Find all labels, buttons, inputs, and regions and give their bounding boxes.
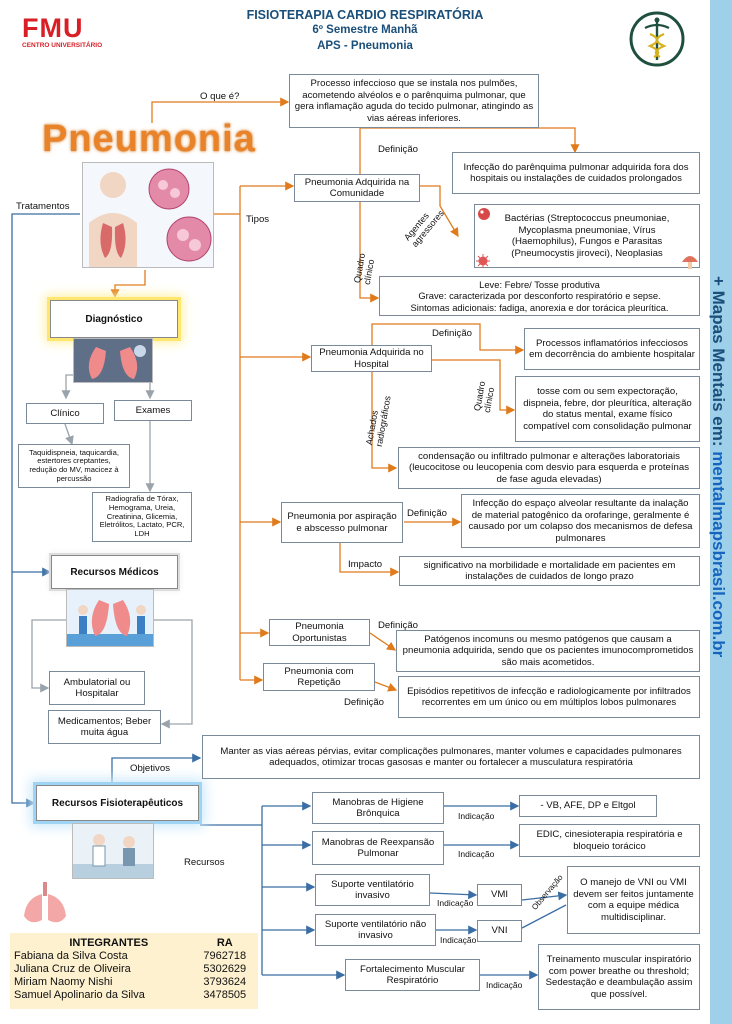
comunidade-definicao-label: Definição — [378, 144, 418, 155]
pneumonia-repeticao-node: Pneumonia com Repetição — [263, 663, 375, 691]
table-row: Samuel Apolinario da Silva 3478505 — [10, 989, 258, 1002]
pneumonia-comunidade-node: Pneumonia Adquirida na Comunidade — [294, 174, 420, 202]
clinico-node: Clínico — [26, 403, 104, 424]
member-name: Samuel Apolinario da Silva — [14, 989, 145, 1001]
fisio-illustration — [72, 823, 154, 879]
side-banner-url[interactable]: mentalmapsbrasil.com.br — [709, 451, 728, 658]
comunidade-quadro-label: Quadro clínico — [352, 252, 377, 286]
fortalecimento-indicacao-label: Indicação — [486, 980, 523, 990]
medicamentos-node: Medicamentos; Beber muita água — [48, 710, 161, 744]
pneumonia-oportunistas-node: Pneumonia Oportunistas — [269, 619, 370, 646]
higiene-indicacao-label: Indicação — [458, 811, 495, 821]
page-title: FISIOTERAPIA CARDIO RESPIRATÓRIA — [246, 8, 484, 22]
lung-illustration — [82, 162, 214, 268]
hospital-definicao-label: Definição — [432, 328, 472, 339]
bacteria-icon — [476, 206, 492, 222]
ambulatorial-node: Ambulatorial ou Hospitalar — [49, 671, 145, 705]
higiene-indicacao-box: - VB, AFE, DP e Eltgol — [519, 795, 657, 817]
agentes-box: Bactérias (Streptococcus pneumoniae, Myc… — [474, 204, 700, 268]
exames-node: Exames — [114, 400, 192, 421]
virus-icon — [476, 254, 490, 268]
fortalecimento-indicacao-box: Treinamento muscular inspiratório com po… — [538, 944, 700, 1010]
center-title: Pneumonia — [42, 118, 256, 160]
member-name: Juliana Cruz de Oliveira — [14, 963, 131, 975]
side-band — [710, 0, 732, 1024]
diagnostico-node: Diagnóstico — [50, 300, 178, 338]
impacto-box: significativo na morbilidade e mortalida… — [399, 556, 700, 586]
recursos-label: Recursos — [184, 857, 225, 868]
tipos-label: Tipos — [246, 214, 270, 225]
objetivos-label: Objetivos — [130, 763, 170, 774]
lungs-icon — [20, 880, 70, 928]
comunidade-quadro-box: Leve: Febre/ Tosse produtiva Grave: cara… — [379, 276, 700, 316]
table-row: Miriam Naomy Nishi 3793624 — [10, 976, 258, 989]
higiene-node: Manobras de Higiene Brônquica — [312, 792, 444, 824]
invasivo-indicacao-label: Indicação — [437, 898, 474, 908]
hospital-definicao-box: Processos inflamatórios infecciosos em d… — [524, 328, 700, 370]
nao-invasivo-node: Suporte ventilatório não invasivo — [315, 914, 436, 946]
page-topic: APS - Pneumonia — [317, 40, 413, 52]
side-banner: + Mapas Mentais em: mentalmapsbrasil.com… — [708, 276, 728, 657]
member-name: Miriam Naomy Nishi — [14, 976, 113, 988]
side-banner-prefix: + Mapas Mentais em: — [709, 276, 728, 447]
aspiracao-definicao-box: Infecção do espaço alveolar resultante d… — [461, 494, 700, 548]
reexpansao-indicacao-label: Indicação — [458, 849, 495, 859]
repeticao-definicao-label: Definição — [344, 697, 384, 708]
objetivos-box: Manter as vias aéreas pérvias, evitar co… — [202, 735, 700, 779]
repeticao-definicao-box: Episódios repetitivos de infecção e radi… — [398, 676, 700, 718]
reexpansao-node: Manobras de Reexpansão Pulmonar — [312, 831, 444, 865]
exames-text: Radiografia de Tórax, Hemograma, Ureia, … — [92, 492, 192, 542]
observacao-box: O manejo de VNI ou VMI devem ser feitos … — [567, 866, 700, 934]
o-que-e-label: O que é? — [200, 91, 240, 102]
table-row: Juliana Cruz de Oliveira 5302629 — [10, 963, 258, 976]
o-que-e-box: Processo infeccioso que se instala nos p… — [289, 74, 539, 128]
table-row: Fabiana da Silva Costa 7962718 — [10, 950, 258, 963]
integrantes-table: INTEGRANTES RA Fabiana da Silva Costa 79… — [10, 933, 258, 1009]
impacto-label: Impacto — [348, 559, 383, 570]
member-name: Fabiana da Silva Costa — [14, 950, 128, 962]
vni-node: VNI — [477, 920, 522, 942]
pneumonia-hospital-node: Pneumonia Adquirida no Hospital — [311, 345, 432, 372]
oportunistas-definicao-label: Definição — [378, 620, 418, 631]
caduceus-icon — [628, 10, 686, 68]
recursos-medicos-illustration — [66, 589, 154, 647]
page-subtitle: 6º Semestre Manhã — [312, 24, 418, 36]
integrantes-header-name: INTEGRANTES — [69, 937, 149, 949]
reexpansao-indicacao-box: EDIC, cinesioterapia respiratória e bloq… — [519, 824, 700, 857]
vmi-node: VMI — [477, 884, 522, 906]
aspiracao-definicao-label: Definição — [407, 508, 447, 519]
integrantes-header-row: INTEGRANTES RA — [10, 933, 258, 950]
member-ra: 3478505 — [203, 989, 247, 1001]
member-ra: 5302629 — [203, 963, 247, 975]
fmu-logo-text: FMU — [22, 13, 84, 43]
fmu-logo: FMU CENTRO UNIVERSITÁRIO — [22, 14, 102, 49]
pneumonia-aspiracao-node: Pneumonia por aspiração e abscesso pulmo… — [281, 502, 403, 543]
recursos-medicos-node: Recursos Médicos — [51, 555, 178, 589]
achados-box: condensação ou infiltrado pulmonar e alt… — [398, 447, 700, 489]
tratamentos-label: Tratamentos — [16, 201, 70, 212]
hospital-quadro-box: tosse com ou sem expectoração, dispneia,… — [515, 376, 700, 442]
comunidade-definicao-box: Infecção do parênquima pulmonar adquirid… — [452, 152, 700, 194]
observacao-label: Observação — [530, 872, 565, 912]
fmu-logo-subtitle: CENTRO UNIVERSITÁRIO — [22, 42, 103, 49]
agentes-label: Agentes agressores — [402, 208, 446, 249]
integrantes-header-ra: RA — [216, 937, 233, 949]
fungus-icon — [680, 252, 700, 270]
oportunistas-definicao-box: Patógenos incomuns ou mesmo patógenos qu… — [396, 630, 700, 672]
nao-invasivo-indicacao-label: Indicação — [440, 935, 477, 945]
clinico-text: Taquidispneia, taquicardia, estertores c… — [18, 444, 130, 488]
member-ra: 7962718 — [203, 950, 247, 962]
diagnostico-illustration — [73, 338, 153, 383]
invasivo-node: Suporte ventilatório invasivo — [315, 874, 430, 906]
hospital-quadro-label: Quadro clínico — [472, 380, 497, 414]
fortalecimento-node: Fortalecimento Muscular Respiratório — [345, 959, 480, 991]
member-ra: 3793624 — [203, 976, 247, 988]
achados-label: Achados radiográficos — [364, 394, 393, 448]
recursos-fisio-node: Recursos Fisioterapêuticos — [36, 785, 199, 821]
